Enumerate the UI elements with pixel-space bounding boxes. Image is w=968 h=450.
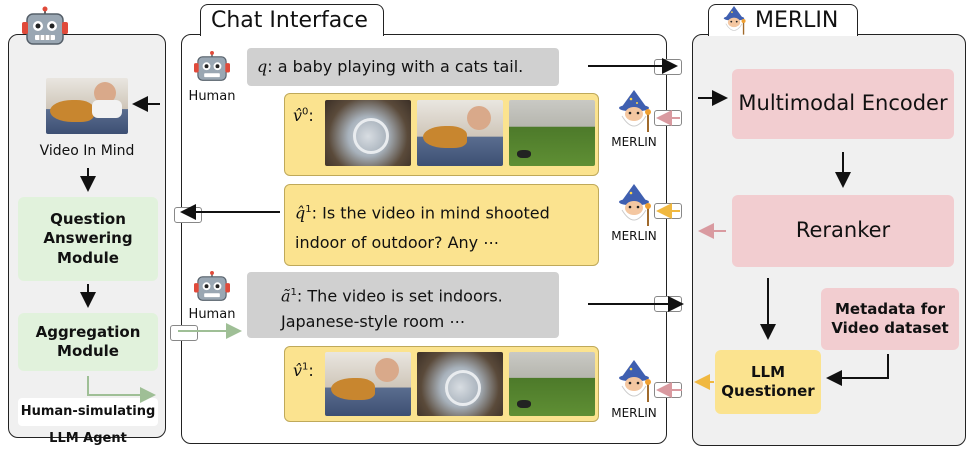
- robot-icon: [22, 6, 68, 45]
- v0-thumbnail-1: [325, 100, 411, 166]
- agent-title-box: Human-simulating: [18, 398, 158, 426]
- human-robot-icon: [194, 50, 230, 81]
- merlin-wizard-icon: [619, 184, 651, 226]
- metadata-line2: Video dataset: [831, 319, 949, 337]
- q1-symbol: q̂: [295, 203, 306, 223]
- aggregation-module: Aggregation Module: [18, 313, 158, 371]
- a1-line1: : The video is set indoors.: [296, 286, 503, 306]
- human-robot-icon: [194, 270, 230, 301]
- a1-bubble: ã1: The video is set indoors. Japanese-s…: [247, 272, 559, 338]
- chat-title-tab: Chat Interface: [200, 4, 384, 36]
- human-label-2: Human: [188, 307, 236, 322]
- v0-sup: 0: [302, 106, 309, 118]
- multimodal-encoder: Multimodal Encoder: [732, 69, 954, 139]
- merlin-wizard-icon: [723, 5, 746, 35]
- merlin-label-3: MERLIN: [611, 406, 657, 420]
- agent-title-line1: Human-simulating: [20, 403, 156, 419]
- chat-title: Chat Interface: [211, 8, 368, 33]
- v1-sup: 1: [302, 361, 309, 373]
- a1-symbol: ã: [281, 286, 291, 306]
- agent-title-line2: LLM Agent: [49, 431, 127, 446]
- query-bubble: q: a baby playing with a cats tail.: [247, 48, 559, 86]
- merlin-wizard-icon: [619, 90, 651, 132]
- v0-thumbnail-2: [417, 100, 503, 166]
- query-text: : a baby playing with a cats tail.: [267, 57, 524, 76]
- video-in-mind-label: Video In Mind: [39, 143, 135, 159]
- human-label: Human: [188, 89, 236, 104]
- arrow-agg-out: [87, 376, 156, 403]
- v1-thumbnail-1: [325, 352, 411, 416]
- a1-sup: 1: [290, 287, 297, 298]
- video-in-mind-thumbnail: [46, 78, 128, 134]
- llm-line1: LLM: [750, 362, 786, 381]
- merlin-label-2: MERLIN: [611, 229, 657, 243]
- q1-line2: indoor of outdoor? Any ⋯: [295, 233, 500, 253]
- metadata-box: Metadata for Video dataset: [821, 288, 959, 350]
- v1-symbol: v̂: [293, 361, 303, 380]
- merlin-title: MERLIN: [755, 8, 839, 33]
- question-answering-module: Question Answering Module: [18, 197, 158, 281]
- arrow-metadata-to-llm: [826, 354, 889, 386]
- q-symbol: q: [257, 57, 268, 76]
- llm-line2: Questioner: [721, 382, 815, 400]
- v1-colon: :: [308, 361, 314, 380]
- v0-thumbnail-3: [509, 100, 595, 166]
- connector-port: [170, 325, 198, 341]
- merlin-title-tab: MERLIN: [708, 4, 858, 36]
- q1-sup: 1: [305, 204, 312, 215]
- v0-symbol: v̂: [293, 106, 303, 125]
- a1-line2: Japanese-style room ⋯: [281, 312, 466, 332]
- llm-questioner: LLM Questioner: [715, 350, 821, 414]
- metadata-line1: Metadata for: [835, 299, 945, 318]
- v0-colon: :: [308, 106, 314, 125]
- v1-thumbnail-3: [509, 352, 595, 416]
- merlin-wizard-icon: [619, 360, 651, 402]
- q1-line1: : Is the video in mind shooted: [311, 203, 550, 223]
- v1-thumbnail-2: [417, 352, 503, 416]
- q1-bubble: q̂1: Is the video in mind shooted indoor…: [284, 184, 599, 266]
- reranker: Reranker: [732, 195, 954, 267]
- merlin-label-1: MERLIN: [611, 135, 657, 149]
